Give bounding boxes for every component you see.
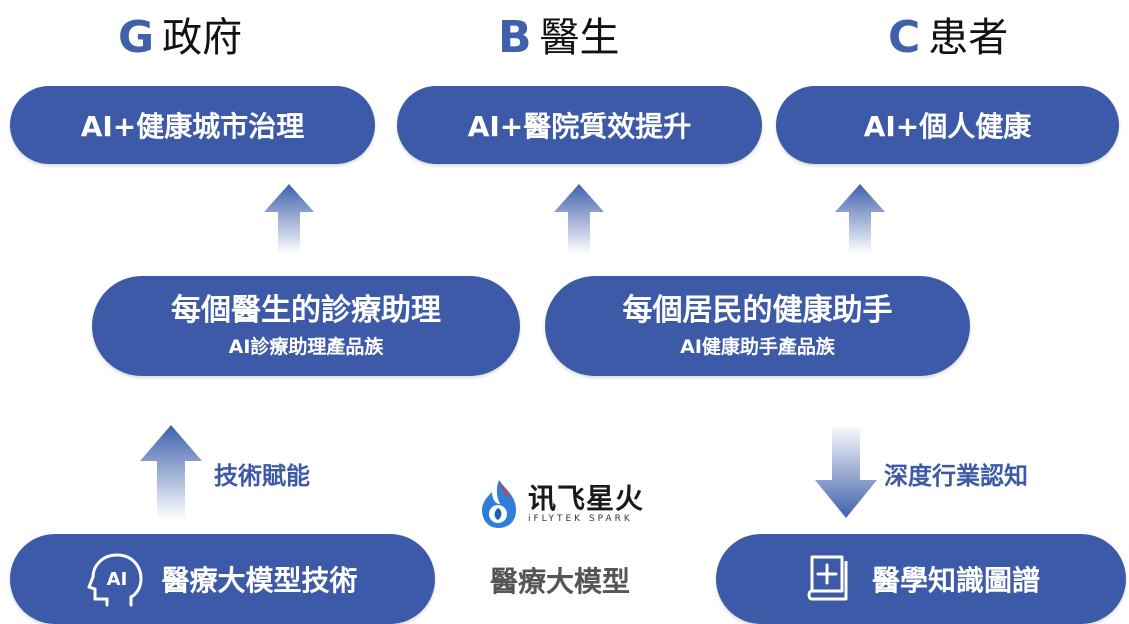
header-doctor: B 醫生 [498,12,620,64]
bottom-pill-medical-llm-tech: AI 醫療大模型技術 [10,534,435,624]
mid-pill-subtitle: AI診療助理產品族 [228,336,384,358]
svg-text:AI: AI [107,569,128,590]
brand-name: 讯飞星火 [528,482,645,515]
top-pill-city-governance: AI+健康城市治理 [10,86,375,164]
ai-head-icon: AI [87,553,143,607]
brand-subtitle: iFLYTEK SPARK [528,514,633,524]
flame-logo-icon [482,480,516,528]
header-text-government: 政府 [162,15,243,61]
header-text-patient: 患者 [928,15,1009,61]
medical-llm-label: 醫療大模型 [490,565,631,598]
industry-insight-down-arrow-icon [815,428,877,518]
mid-pill-doctor-assistant: 每個醫生的診療助理 AI診療助理產品族 [92,276,520,376]
top-pill-personal-health: AI+個人健康 [776,86,1119,164]
top-pill-hospital-efficiency: AI+醫院質效提升 [397,86,762,164]
header-letter-c: C [888,12,921,63]
bottom-pill-label: 醫療大模型技術 [161,564,358,597]
up-arrow-icon [554,184,604,254]
knowledge-book-icon [807,555,848,601]
mid-pill-resident-assistant: 每個居民的健康助手 AI健康助手產品族 [545,276,970,376]
empowerment-up-arrow-icon [140,425,202,520]
header-letter-b: B [498,12,532,63]
header-letter-g: G [118,12,155,63]
brand-logo: 讯飞星火 iFLYTEK SPARK [476,478,644,530]
bottom-pill-knowledge-graph: 醫學知識圖譜 [716,534,1126,624]
mid-pill-title: 每個醫生的診療助理 [171,293,441,328]
up-arrow-icon [264,184,314,254]
bottom-pill-label: 醫學知識圖譜 [871,564,1040,597]
header-government: G 政府 [118,12,242,64]
tech-empowerment-label: 技術賦能 [214,462,310,490]
header-patient: C 患者 [888,12,1008,64]
mid-pill-title: 每個居民的健康助手 [622,293,893,328]
up-arrow-icon [835,184,885,254]
header-text-doctor: 醫生 [539,15,620,61]
industry-insight-label: 深度行業認知 [884,462,1028,490]
mid-pill-subtitle: AI健康助手產品族 [680,336,835,358]
